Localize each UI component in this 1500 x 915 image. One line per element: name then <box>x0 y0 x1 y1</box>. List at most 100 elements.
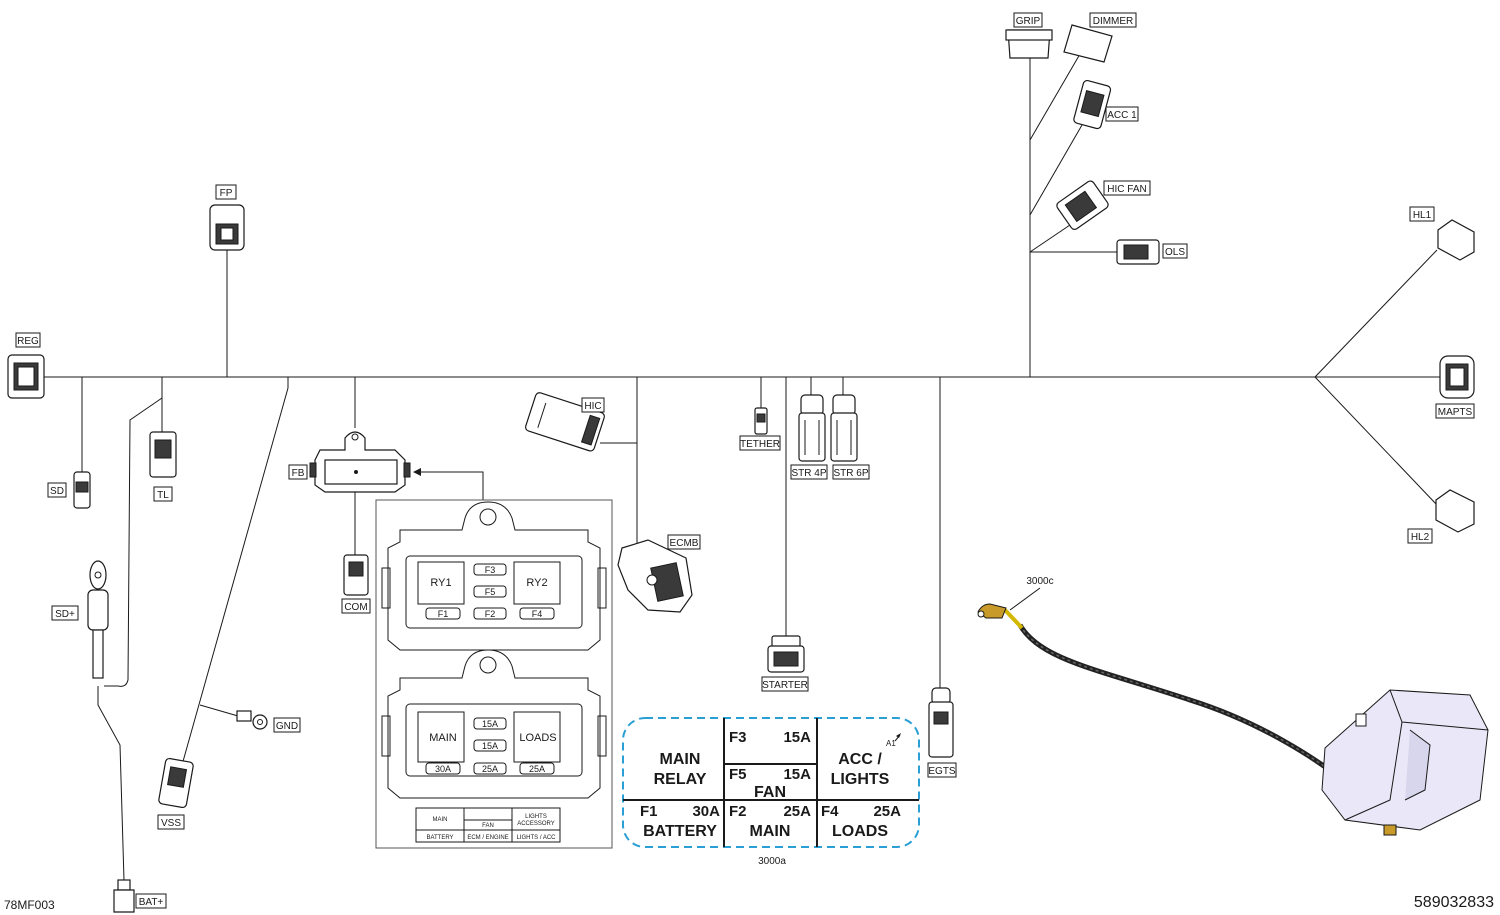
f2-slot-label: F2 <box>485 609 496 619</box>
hl1-connector[interactable]: HL1 <box>1409 206 1475 261</box>
vss-connector[interactable]: VSS <box>157 757 194 830</box>
fb-fuse-box[interactable]: FB <box>288 431 411 493</box>
a1-mark: A1 <box>886 739 896 748</box>
grip-label: GRIP <box>1016 16 1041 27</box>
gnd-label: GND <box>276 721 298 732</box>
ols-connector[interactable]: OLS <box>1116 239 1188 265</box>
reg-label: REG <box>17 336 39 347</box>
fuse-25a-mid-label: 25A <box>482 764 498 774</box>
hl2-label: HL2 <box>1411 532 1430 543</box>
battery-label: BATTERY <box>643 823 717 840</box>
egts-connector[interactable]: EGTS <box>927 687 957 778</box>
acc1-connector[interactable]: ACC 1 <box>1073 79 1139 130</box>
vss-label: VSS <box>161 818 181 829</box>
hic-connector[interactable]: HIC <box>524 392 606 452</box>
hic-fan-connector[interactable]: HIC FAN <box>1055 179 1151 230</box>
part-number: 589032833 <box>1414 894 1494 911</box>
fp-label: FP <box>220 188 233 199</box>
loads-label: LOADS <box>832 823 888 840</box>
legend-main: MAIN <box>433 817 448 823</box>
loads-relay-slot-label: LOADS <box>519 732 556 744</box>
tether-label: TETHER <box>740 439 780 450</box>
connector-icon <box>1056 180 1109 230</box>
fuse-box-lower: MAIN LOADS 15A 15A 30A 25A 25A <box>381 649 607 799</box>
fuse-box-upper: RY1 RY2 F3 F5 F1 F2 F4 <box>381 501 607 651</box>
fuse-label-3000a: MAIN RELAY F3 15A F5 15A FAN ACC / LIGHT… <box>622 717 920 867</box>
cable-reference: 3000c <box>1026 576 1053 587</box>
gnd-terminal[interactable]: GND <box>236 710 301 733</box>
ring-terminal-icon <box>236 710 252 722</box>
fuse-box-detail: RY1 RY2 F3 F5 F1 F2 F4 MAIN LOADS 15A <box>375 499 613 849</box>
fp-connector[interactable]: FP <box>209 184 245 251</box>
mapts-label: MAPTS <box>1438 407 1473 418</box>
acc1-label: ACC 1 <box>1107 110 1137 121</box>
f5-amp-label: 15A <box>783 766 811 783</box>
dimmer-label: DIMMER <box>1093 16 1134 27</box>
f4-slot-label: F4 <box>532 609 543 619</box>
sd-label: SD <box>50 486 64 497</box>
main-relay-line-1: MAIN <box>660 751 701 768</box>
mapts-connector[interactable]: MAPTS <box>1435 355 1475 419</box>
bat-plus-terminal[interactable]: BAT+ <box>113 879 167 913</box>
battery-cable-3000c[interactable]: 3000c <box>977 576 1489 836</box>
connector-icon <box>1063 24 1113 63</box>
f4-amp-label: 25A <box>873 803 901 820</box>
connector-icon <box>1435 489 1475 533</box>
fuse-25a-right-label: 25A <box>529 764 545 774</box>
f2-label: F2 <box>729 803 747 820</box>
acc-lights-line-1: ACC / <box>838 751 882 768</box>
ols-label: OLS <box>1165 247 1185 258</box>
acc-lights-line-2: LIGHTS <box>831 771 890 788</box>
f1-label: F1 <box>640 803 658 820</box>
tl-connector[interactable]: TL <box>149 431 177 502</box>
tl-label: TL <box>157 490 169 501</box>
str-6p-connector[interactable]: STR 6P <box>830 394 870 480</box>
f3-amp-label: 15A <box>783 729 811 746</box>
egts-label: EGTS <box>928 766 956 777</box>
reg-connector[interactable]: REG <box>7 332 45 399</box>
connector-icon <box>1073 79 1112 130</box>
dimmer-connector[interactable]: DIMMER <box>1063 12 1137 63</box>
ecmb-label: ECMB <box>670 538 699 549</box>
legend-battery: BATTERY <box>426 835 453 841</box>
fuse-label-reference: 3000a <box>758 856 786 867</box>
f1-slot-label: F1 <box>438 609 449 619</box>
f3-label: F3 <box>729 729 747 746</box>
harness-wires <box>44 53 1440 881</box>
ry1-label: RY1 <box>430 577 451 589</box>
fuse-30a-label: 30A <box>435 764 451 774</box>
drawing-code: 78MF003 <box>4 898 55 912</box>
hl2-connector[interactable]: HL2 <box>1407 489 1475 544</box>
fb-label: FB <box>292 468 305 479</box>
fuse-15a-top-label: 15A <box>482 719 498 729</box>
hic-fan-label: HIC FAN <box>1107 184 1146 195</box>
connector-icon <box>1437 219 1475 261</box>
str-4p-label: STR 4P <box>791 468 826 479</box>
connector-icon <box>832 394 856 416</box>
f3-slot-label: F3 <box>485 565 496 575</box>
sd-plus-sensor[interactable]: SD+ <box>51 560 109 679</box>
main-label: MAIN <box>750 823 791 840</box>
connector-icon <box>117 879 131 891</box>
str-6p-label: STR 6P <box>833 468 868 479</box>
com-connector[interactable]: COM <box>341 554 371 614</box>
f5-slot-label: F5 <box>485 587 496 597</box>
starter-connector[interactable]: STARTER <box>761 635 809 692</box>
f1-amp-label: 30A <box>692 803 720 820</box>
fan-label: FAN <box>754 784 786 801</box>
main-relay-line-2: RELAY <box>654 771 707 788</box>
ry2-label: RY2 <box>526 577 547 589</box>
fuse-15a-bottom-label: 15A <box>482 741 498 751</box>
main-relay-slot-label: MAIN <box>429 732 457 744</box>
sd-connector[interactable]: SD <box>47 471 91 509</box>
legend-ecm-engine: ECM / ENGINE <box>467 835 508 841</box>
grip-connector[interactable]: GRIP <box>1005 12 1053 59</box>
f5-label: F5 <box>729 766 747 783</box>
connector-icon <box>800 394 824 416</box>
ecmb-connector[interactable]: ECMB <box>617 534 701 613</box>
tether-connector[interactable]: TETHER <box>739 407 781 451</box>
str-4p-connector[interactable]: STR 4P <box>790 394 828 480</box>
